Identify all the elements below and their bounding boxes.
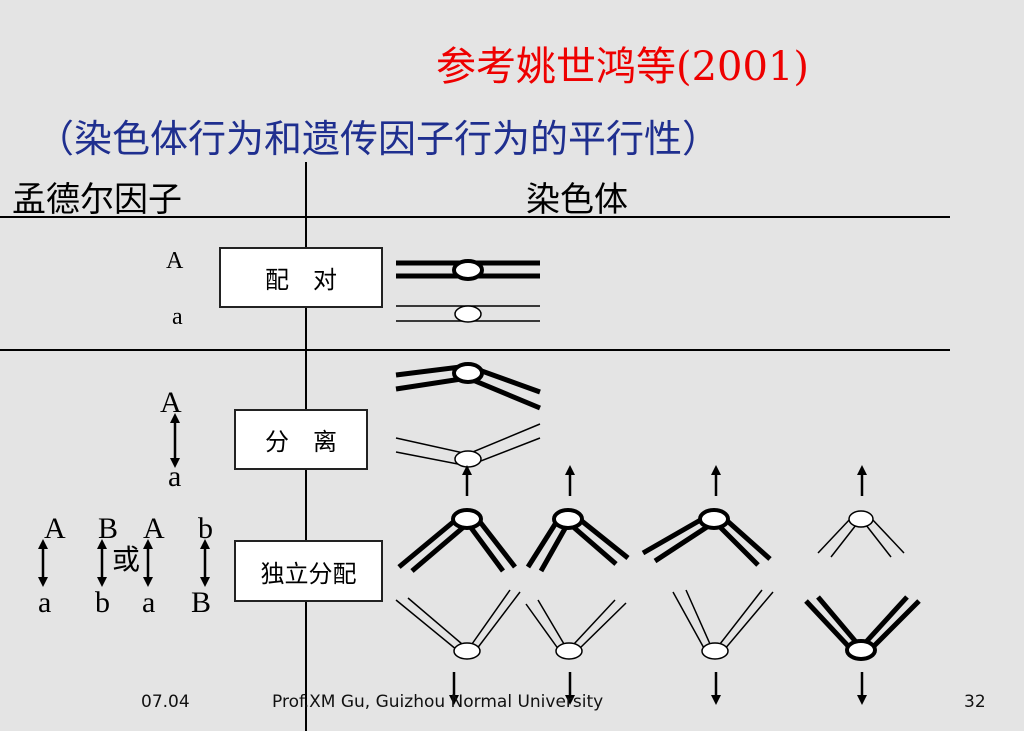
assortment-lower-4 xyxy=(804,595,921,661)
separation-factor-upper: A xyxy=(160,386,182,419)
assortment-factor-lower-3: a xyxy=(142,586,156,619)
paired-chromosomes-thin xyxy=(396,305,540,323)
assortment-factor-upper-4: b xyxy=(198,512,213,545)
assortment-upper-2 xyxy=(525,508,630,573)
pairing-box: 配 对 xyxy=(219,247,383,308)
footer-author: Prof.XM Gu, Guizhou Normal University xyxy=(272,692,604,712)
separating-chromosome-thick xyxy=(395,362,541,411)
subtitle: （染色体行为和遗传因子行为的平行性） xyxy=(36,117,721,161)
assortment-upper-1 xyxy=(397,508,517,573)
pairing-factor-upper: A xyxy=(166,248,184,274)
or-label: 或 xyxy=(112,543,141,576)
paired-chromosomes-thick xyxy=(396,259,540,281)
assortment-upper-4 xyxy=(817,510,905,558)
down-arrows xyxy=(449,672,867,705)
assortment-factor-lower-2: b xyxy=(95,586,110,619)
footer-page-number: 32 xyxy=(964,692,986,712)
assortment-factor-upper-3: A xyxy=(143,512,165,545)
column-header-mendel: 孟德尔因子 xyxy=(12,180,182,220)
assortment-factor-lower-1: a xyxy=(38,586,52,619)
assortment-factor-upper-2: B xyxy=(98,512,119,545)
reference-title: 参考姚世鸿等(2001) xyxy=(436,44,810,90)
separating-chromosome-thin xyxy=(395,423,541,468)
up-arrows xyxy=(462,465,867,496)
assortment-lower-3 xyxy=(672,589,774,660)
separation-box: 分 离 xyxy=(234,409,368,470)
assortment-factor-upper-1: A xyxy=(44,512,66,545)
assortment-lower-1 xyxy=(395,589,521,660)
separation-factor-lower: a xyxy=(168,460,182,493)
assortment-upper-3 xyxy=(641,508,772,567)
assortment-lower-2 xyxy=(525,599,627,660)
footer-date: 07.04 xyxy=(141,692,190,712)
pairing-factor-lower: a xyxy=(172,304,183,330)
assortment-factor-arrows xyxy=(38,539,210,587)
column-header-chromosome: 染色体 xyxy=(526,180,628,220)
assortment-box: 独立分配 xyxy=(234,540,383,602)
assortment-factor-lower-4: B xyxy=(191,586,212,619)
